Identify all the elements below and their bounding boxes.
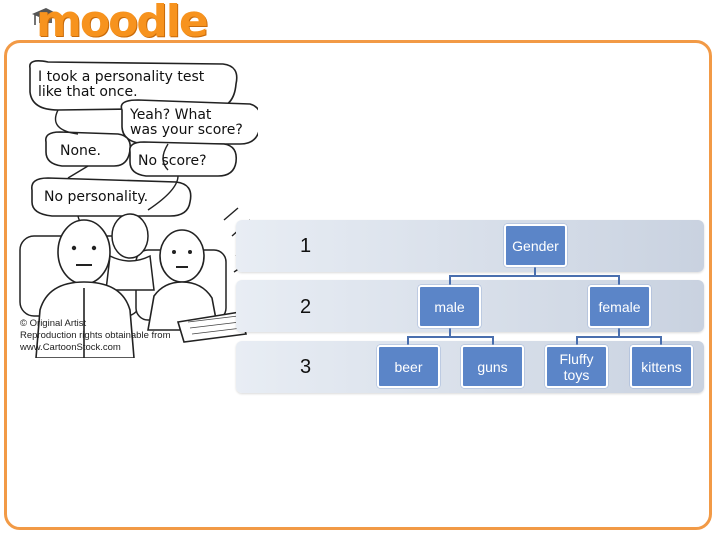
bubble-4-text: No score? xyxy=(138,153,207,169)
node-guns: guns xyxy=(461,345,524,388)
node-fluffy-toys: Fluffy toys xyxy=(545,345,608,388)
level-label-3: 3 xyxy=(300,356,312,378)
connector-female-kittens xyxy=(618,327,662,346)
moodle-logo: moodle xyxy=(30,0,209,47)
bubble-5-text: No personality. xyxy=(44,189,149,205)
node-gender: Gender xyxy=(504,224,567,267)
bubble-2-text: Yeah? What was your score? xyxy=(130,107,243,138)
connector-root-female xyxy=(534,266,620,286)
level-label-2: 2 xyxy=(300,296,312,318)
graduation-cap-icon xyxy=(32,8,58,25)
node-beer: beer xyxy=(377,345,440,388)
node-kittens: kittens xyxy=(630,345,693,388)
bubble-1-text: I took a personality test like that once… xyxy=(38,69,205,100)
node-fluffy-toys-label: Fluffy toys xyxy=(559,350,594,383)
connector-female-fluffy xyxy=(576,327,620,346)
cartoon-illustration: I took a personality test like that once… xyxy=(18,60,258,358)
cartoon-drawing xyxy=(19,60,258,358)
connector-male-guns xyxy=(449,327,494,346)
level-band-1 xyxy=(236,220,704,272)
level-label-1: 1 xyxy=(300,235,312,257)
connector-male-beer xyxy=(407,327,451,346)
node-male: male xyxy=(418,285,481,328)
logo-wordmark: moodle xyxy=(36,0,209,47)
credit-line-1: © Original Artist xyxy=(20,318,87,329)
credit-line-2: Reproduction rights obtainable from xyxy=(20,330,171,341)
credit-line-3: www.CartoonStock.com xyxy=(20,342,121,353)
bubble-3-text: None. xyxy=(60,143,101,159)
node-female: female xyxy=(588,285,651,328)
connector-root-male xyxy=(449,266,536,286)
